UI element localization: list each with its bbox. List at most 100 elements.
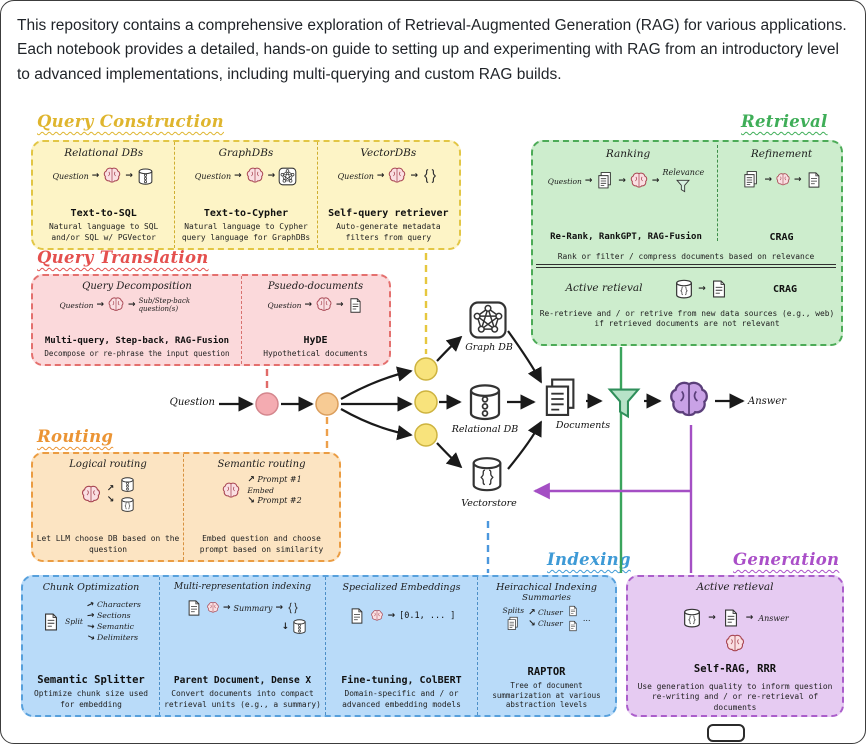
arrow-se-glyph: ↘: [106, 495, 115, 505]
arrow-glyph: →: [745, 613, 754, 623]
funnel-icon: [675, 178, 691, 194]
arrow-glyph: →: [764, 175, 772, 185]
subquestion-label: Sub/Step-back question(s): [138, 296, 191, 313]
vectorstore-icon: [119, 496, 136, 513]
qc-graph-flow: Question → →: [195, 166, 297, 186]
arrow-glyph: →: [91, 171, 100, 181]
question-label: Question: [337, 171, 374, 181]
qc-relational-method: Text-to-SQL: [70, 208, 137, 220]
qt-decomp-flow: Question → → Sub/Step-back question(s): [59, 296, 214, 314]
ranking-method: Re-Rank, RankGPT, RAG-Fusion: [550, 232, 702, 242]
funnel-icon: [605, 383, 643, 423]
semantic-routing-header: Semantic routing: [217, 459, 306, 470]
documents-icon: [741, 170, 761, 190]
vectorstore-icon: [673, 276, 695, 302]
brain-icon: [206, 601, 220, 615]
question-label: Question: [194, 171, 232, 181]
embed-label: Embed: [247, 486, 274, 495]
arrow-glyph: →: [234, 171, 242, 181]
brain-icon: [370, 609, 384, 623]
active-retrieval-header: Active retieval: [565, 282, 643, 294]
flow-stage-dots: [255, 357, 438, 447]
arrow-glyph: →: [584, 176, 593, 186]
active-desc: Re-retrieve and / or retrive from new da…: [539, 309, 835, 329]
multirep-header: Multi-representation indexing: [173, 582, 311, 592]
ix-col-multirep: Multi-representation indexing → Summary …: [159, 577, 325, 715]
bottom-partial-element: [707, 724, 745, 742]
query-construction-columns: Relational DBs Question → → Text-to-SQL …: [33, 142, 459, 248]
arrow-se-glyph: ↘: [528, 619, 536, 629]
arrow-glyph: →: [86, 610, 96, 622]
construction-dot-3: [414, 423, 438, 447]
arrow-se-glyph: ↘: [247, 496, 255, 506]
hierarchical-flow: Splits ↗ Cluser ↘ Cluser ...: [502, 605, 591, 632]
generation-desc: Use generation quality to inform questio…: [637, 682, 833, 712]
qt-col-pseudo: Psuedo-documents Question → → HyDE Hypot…: [241, 276, 389, 364]
document-icon: [709, 279, 729, 299]
relational-db-label: Relational DB: [451, 424, 519, 435]
query-translation-dot: [255, 392, 279, 416]
generation-flow: → → Answer: [636, 605, 834, 631]
qt-pseudo-flow: Question → →: [267, 296, 363, 314]
summaries-label: Summaries: [522, 593, 571, 603]
ix-col-embeddings: Specialized Embeddings → [0.1, ... ] Fin…: [325, 577, 477, 715]
branch-semantic: Semantic: [96, 622, 134, 631]
relational-db-icon: [291, 618, 308, 635]
query-translation-box: Query Decomposition Question → → Sub/Ste…: [31, 274, 391, 366]
embeddings-flow: → [0.1, ... ]: [348, 607, 455, 625]
ix-col-chunk: Chunk Optimization Split → Characters → …: [23, 577, 159, 715]
arrow-glyph: →: [85, 631, 97, 645]
section-title-indexing: Indexing: [547, 550, 631, 569]
specialized-embeddings-header: Specialized Embeddings: [342, 582, 461, 593]
active-method: CRAG: [772, 284, 798, 295]
active-retrieval-flow: →: [661, 276, 741, 302]
qc-relational-desc: Natural language to SQL and/or SQL w/ PG…: [49, 222, 159, 242]
arrow-glyph: →: [96, 300, 105, 310]
qt-pseudo-header: Psuedo-documents: [267, 281, 364, 292]
routing-col-semantic: Semantic routing ↗ Prompt #1 Embed ↘ Pro…: [183, 454, 339, 560]
document-icon: [348, 607, 366, 625]
generation-box: Active retieval → → Answer Self-RAG, RRR…: [626, 575, 844, 717]
routing-box: Logical routing ↗ ↘ Let LLM choose DB ba…: [31, 452, 341, 562]
section-title-query-construction: Query Construction: [37, 112, 224, 131]
branch-characters: Characters: [96, 600, 141, 609]
retrieval-box: Ranking Refinement Question → → → Releva…: [531, 140, 843, 346]
arrow-glyph: →: [336, 300, 344, 310]
qc-vector-desc: Auto-generate metadata filters from quer…: [336, 222, 441, 242]
hierarchical-header: Heirachical Indexing: [496, 582, 597, 593]
generation-brain-row: [628, 633, 842, 655]
prompt-options: ↗ Prompt #1 Embed ↘ Prompt #2: [247, 475, 301, 506]
routing-arrows: ↗ ↘: [107, 484, 115, 505]
section-title-query-translation: Query Translation: [37, 248, 209, 267]
answer-label: Answer: [758, 613, 789, 623]
arrow-glyph: →: [125, 171, 133, 181]
cluster-label: Cluser: [538, 608, 563, 617]
arrow-ne-glyph: ↗: [528, 608, 536, 618]
qt-decomp-desc: Decompose or re-phrase the input questio…: [44, 349, 230, 359]
generation-active-header: Active retieval: [696, 581, 774, 593]
qc-col-graph: GraphDBs Question → → Text-to-Cypher Nat…: [174, 142, 316, 248]
relational-db-icon: [464, 380, 506, 424]
qt-decomp-header: Query Decomposition: [82, 281, 192, 292]
section-title-generation: Generation: [733, 550, 840, 569]
arrow-glyph: →: [267, 171, 276, 181]
arrow-ne-glyph: ↗: [247, 475, 255, 485]
qt-pseudo-desc: Hypothetical documents: [263, 348, 368, 358]
ellipsis-label: ...: [582, 614, 591, 623]
routing-col-logical: Logical routing ↗ ↘ Let LLM choose DB ba…: [33, 454, 183, 560]
question-label: Question: [52, 171, 89, 181]
construction-dot-2: [414, 390, 438, 414]
arrow-glyph: →: [651, 176, 660, 186]
braces-icon: [421, 167, 439, 185]
graph-db-label: Graph DB: [465, 342, 513, 353]
branch-delimiters: Delimiters: [96, 633, 139, 642]
documents-icon: [538, 376, 584, 422]
qc-vector-flow: Question → →: [338, 166, 439, 186]
cluster-label: Cluser: [538, 619, 563, 628]
brain-icon: [387, 166, 407, 186]
chunk-flow: Split → Characters → Sections → Semantic…: [41, 599, 141, 645]
query-translation-columns: Query Decomposition Question → → Sub/Ste…: [33, 276, 389, 364]
chunk-method: Semantic Splitter: [37, 674, 145, 687]
relevance-label: Relevance: [662, 168, 705, 177]
